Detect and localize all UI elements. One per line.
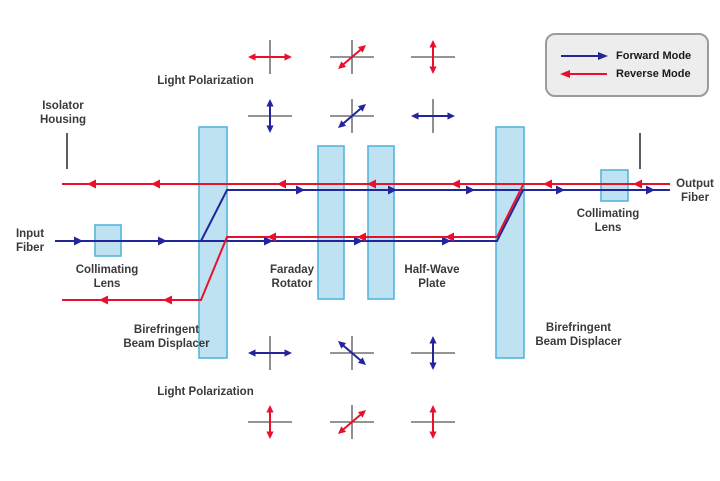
legend: Forward Mode Reverse Mode xyxy=(545,33,709,97)
polarization-state-top-forward-3 xyxy=(411,99,455,133)
half-wave-plate-label: Half-Wave Plate xyxy=(404,264,460,291)
legend-reverse-row: Reverse Mode xyxy=(547,68,707,80)
polarization-state-top-reverse-3 xyxy=(411,40,455,74)
polarization-state-top-forward-1 xyxy=(248,99,292,133)
polarization-state-top-forward-2-shaft xyxy=(340,105,364,127)
polarization-state-bottom-reverse-3-head-a xyxy=(429,405,437,413)
collimating-lens-left-label: Collimating Lens xyxy=(75,264,139,291)
forward-beam-arrow-1 xyxy=(74,236,83,246)
birefringent-beam-displacer-right xyxy=(495,126,525,359)
polarization-state-bottom-reverse-3-head-b xyxy=(429,431,437,439)
reverse-beam-path-2 xyxy=(62,184,524,301)
polarization-state-top-reverse-3-head-a xyxy=(429,40,437,48)
legend-forward-row: Forward Mode xyxy=(547,50,707,62)
legend-forward-label: Forward Mode xyxy=(616,50,692,62)
reverse-beam-arrow-9 xyxy=(357,232,366,242)
reverse-beam-arrow-10 xyxy=(445,232,454,242)
reverse-beam-arrow-12 xyxy=(163,295,172,305)
polarization-state-top-forward-2-head-b xyxy=(338,120,347,128)
birefringent-displacer-left-label: Birefringent Beam Displacer xyxy=(123,324,210,351)
input-fiber-label: Input Fiber xyxy=(15,228,45,255)
polarization-state-bottom-forward-3-head-a xyxy=(429,336,437,344)
faraday-rotator xyxy=(317,145,345,300)
forward-beam-arrow-10 xyxy=(646,185,655,195)
polarization-state-top-reverse-2-head-b xyxy=(338,61,347,69)
forward-beam-arrow-2 xyxy=(158,236,167,246)
half-wave-plate xyxy=(367,145,395,300)
reverse-beam-arrow-6 xyxy=(543,179,552,189)
polarization-state-bottom-reverse-1 xyxy=(248,405,292,439)
polarization-state-bottom-forward-2-head-b xyxy=(338,341,347,349)
birefringent-displacer-right-label: Birefringent Beam Displacer xyxy=(535,322,622,349)
reverse-arrow-icon xyxy=(560,70,607,78)
collimating-lens-right-label: Collimating Lens xyxy=(576,208,640,235)
reverse-beam-arrow-2 xyxy=(151,179,160,189)
light-polarization-bottom-label: Light Polarization xyxy=(157,386,254,398)
polarization-state-top-reverse-1-head-b xyxy=(248,53,256,61)
reverse-beam-arrow-3 xyxy=(277,179,286,189)
birefringent-beam-displacer-left xyxy=(198,126,228,359)
polarization-state-bottom-reverse-1-head-b xyxy=(266,431,274,439)
polarization-state-bottom-reverse-2-head-a xyxy=(357,410,366,418)
polarization-state-top-reverse-3-head-b xyxy=(429,66,437,74)
forward-beam-path-2 xyxy=(200,189,670,242)
polarization-state-bottom-reverse-3 xyxy=(411,405,455,439)
output-fiber-label: Output Fiber xyxy=(676,178,714,205)
reverse-beam-arrow-7 xyxy=(633,179,642,189)
isolator-housing-label: Isolator Housing xyxy=(40,100,86,127)
faraday-rotator-label: Faraday Rotator xyxy=(269,264,315,291)
polarization-state-bottom-forward-1-head-b xyxy=(248,349,256,357)
polarization-state-bottom-reverse-2 xyxy=(330,405,374,439)
forward-beam-arrow-3 xyxy=(264,236,273,246)
polarization-state-bottom-reverse-1-head-a xyxy=(266,405,274,413)
polarization-state-bottom-forward-2-head-a xyxy=(357,357,366,365)
polarization-state-bottom-reverse-2-head-b xyxy=(338,426,347,434)
polarization-state-top-forward-3-head-b xyxy=(411,112,419,120)
polarization-state-bottom-reverse-2-shaft xyxy=(340,411,364,433)
forward-arrow-icon xyxy=(561,52,608,60)
forward-beam-arrow-7 xyxy=(388,185,397,195)
forward-beam-arrow-6 xyxy=(296,185,305,195)
forward-beam-arrow-4 xyxy=(354,236,363,246)
forward-beam-arrow-9 xyxy=(556,185,565,195)
forward-beam-path-1 xyxy=(55,189,524,242)
reverse-beam-arrow-8 xyxy=(267,232,276,242)
polarization-state-bottom-forward-3-head-b xyxy=(429,362,437,370)
reverse-beam-arrow-5 xyxy=(451,179,460,189)
polarization-state-top-forward-2-head-a xyxy=(357,104,366,112)
polarization-state-bottom-forward-1 xyxy=(248,336,292,370)
polarization-state-top-reverse-1-head-a xyxy=(284,53,292,61)
forward-beam-arrow-8 xyxy=(466,185,475,195)
light-polarization-top-label: Light Polarization xyxy=(157,75,254,87)
reverse-beam-arrow-4 xyxy=(367,179,376,189)
polarization-state-top-forward-1-head-a xyxy=(266,99,274,107)
reverse-beam-arrow-11 xyxy=(99,295,108,305)
collimating-lens-right xyxy=(600,169,629,202)
polarization-state-top-forward-1-head-b xyxy=(266,125,274,133)
legend-reverse-label: Reverse Mode xyxy=(616,68,691,80)
polarization-state-top-reverse-2 xyxy=(330,40,374,74)
polarization-state-bottom-forward-1-head-a xyxy=(284,349,292,357)
polarization-state-top-forward-3-head-a xyxy=(447,112,455,120)
polarization-state-top-reverse-1 xyxy=(248,40,292,74)
polarization-state-top-reverse-2-shaft xyxy=(340,46,364,68)
polarization-state-top-reverse-2-head-a xyxy=(357,45,366,53)
reverse-beam-arrow-1 xyxy=(87,179,96,189)
polarization-state-bottom-forward-3 xyxy=(411,336,455,370)
polarization-state-bottom-forward-2-shaft xyxy=(340,342,364,364)
forward-beam-arrow-5 xyxy=(442,236,451,246)
polarization-state-bottom-forward-2 xyxy=(330,336,374,370)
polarization-state-top-forward-2 xyxy=(330,99,374,133)
